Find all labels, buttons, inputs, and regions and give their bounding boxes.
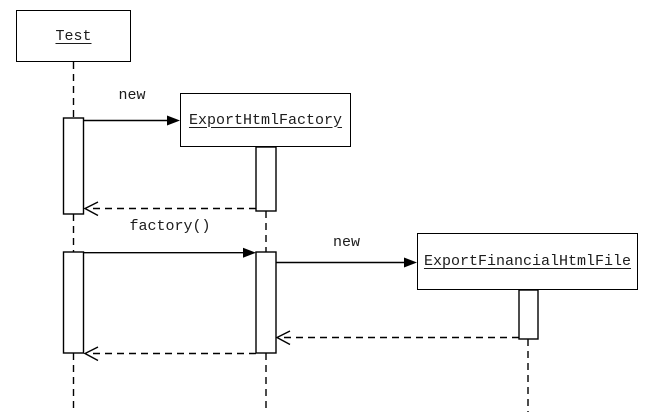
message-arrow-return-1 — [83, 201, 256, 217]
message-arrow-new-2 — [276, 257, 417, 268]
message-arrow-factory — [84, 247, 256, 258]
message-arrow-return-3 — [83, 346, 256, 362]
message-label-factory: factory() — [129, 218, 211, 235]
object-name-export-financial-html-file: ExportFinancialHtmlFile — [423, 253, 632, 270]
object-box-export-html-factory: ExportHtmlFactory — [180, 93, 351, 147]
activation-factory-1 — [255, 146, 277, 212]
object-name-export-html-factory: ExportHtmlFactory — [188, 111, 343, 129]
message-arrow-return-2 — [275, 330, 519, 346]
activation-test-1 — [62, 117, 85, 215]
activation-financial-file — [518, 289, 539, 340]
object-box-export-financial-html-file: ExportFinancialHtmlFile — [417, 233, 638, 290]
message-label-new-2: new — [332, 234, 360, 251]
activation-factory-2 — [255, 251, 277, 354]
message-arrow-new-1 — [84, 115, 180, 126]
object-box-test: Test — [16, 10, 131, 62]
message-label-new-1: new — [118, 87, 146, 104]
object-name-test: Test — [55, 27, 92, 45]
activation-test-2 — [62, 251, 85, 354]
